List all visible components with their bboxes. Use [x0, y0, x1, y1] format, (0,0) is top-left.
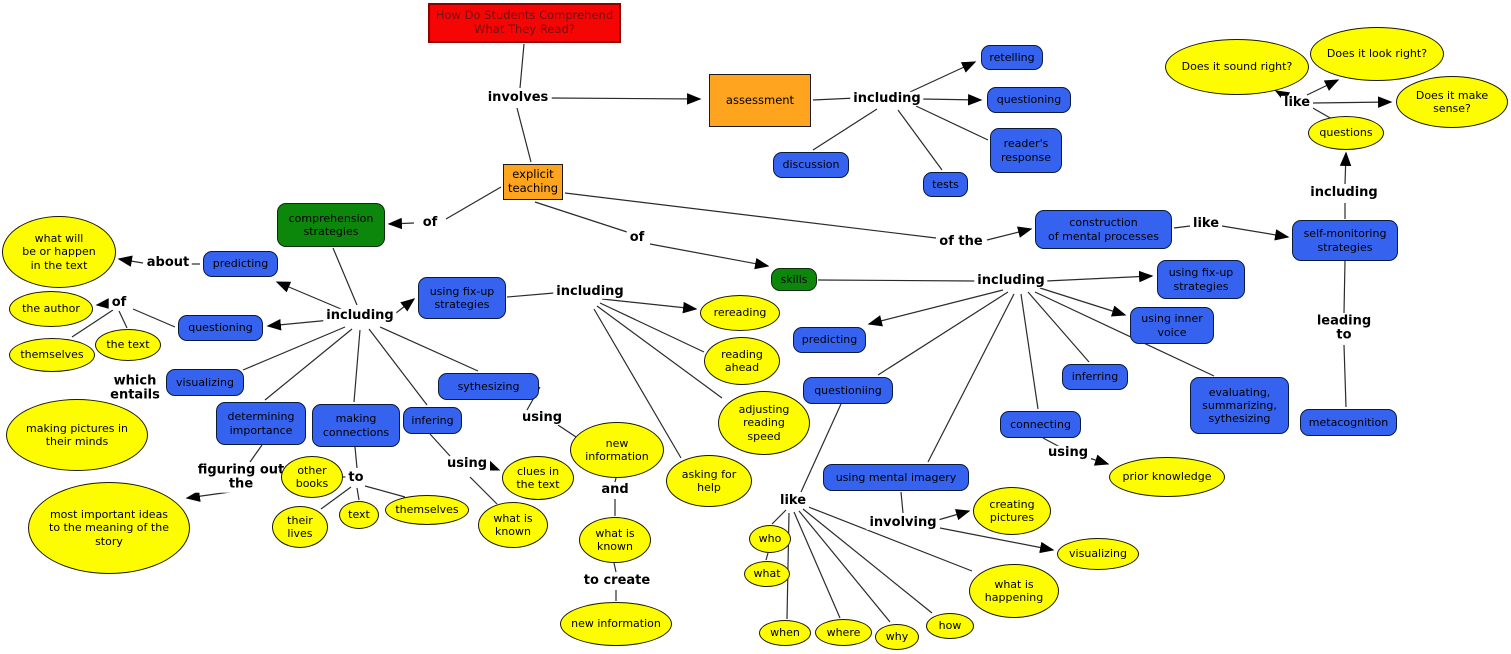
- node-construction-of-mental-processes[interactable]: construction of mental processes: [1035, 210, 1172, 249]
- node-what-is-happening[interactable]: what is happening: [969, 564, 1059, 618]
- node-how[interactable]: how: [926, 613, 974, 639]
- label-which-entails: which entails: [107, 374, 163, 404]
- label-like-construction: like: [1189, 216, 1223, 232]
- node-predicting-skills[interactable]: predicting: [793, 327, 866, 353]
- node-determining-importance[interactable]: determining importance: [216, 402, 306, 445]
- node-explicit-teaching[interactable]: explicit teaching: [503, 164, 563, 200]
- label-about: about: [143, 255, 193, 271]
- node-most-important-ideas[interactable]: most important ideas to the meaning of t…: [28, 482, 190, 574]
- node-reading-ahead[interactable]: reading ahead: [704, 337, 780, 385]
- node-the-text[interactable]: the text: [95, 329, 161, 361]
- node-themselves-questioning[interactable]: themselves: [9, 338, 95, 372]
- node-making-pictures-in-minds[interactable]: making pictures in their minds: [6, 399, 148, 471]
- node-what-is-known-infering[interactable]: what is known: [478, 502, 548, 548]
- node-when[interactable]: when: [759, 620, 811, 646]
- node-adjusting-reading-speed[interactable]: adjusting reading speed: [718, 391, 810, 455]
- node-visualizing-strategies[interactable]: visualizing: [166, 369, 244, 396]
- label-including-fixup: including: [553, 284, 627, 300]
- label-using-sythesizing: using: [518, 410, 566, 426]
- edge-lines: [71, 43, 1393, 623]
- node-questioniing[interactable]: questioniing: [803, 377, 893, 404]
- label-using-connecting: using: [1044, 445, 1092, 461]
- label-including-strategies: including: [323, 308, 397, 324]
- node-what-is-known-and[interactable]: what is known: [579, 517, 651, 563]
- label-of-strategies: of: [419, 215, 441, 231]
- node-text[interactable]: text: [339, 501, 379, 529]
- node-skills[interactable]: skills: [771, 268, 817, 291]
- node-sythesizing[interactable]: sythesizing: [438, 373, 539, 400]
- node-tests[interactable]: tests: [923, 172, 968, 197]
- label-leading-to: leading to: [1313, 314, 1375, 344]
- node-where[interactable]: where: [815, 619, 872, 646]
- label-to-connections: to: [345, 470, 367, 486]
- node-using-fixup-strategies-right[interactable]: using fix-up strategies: [1157, 260, 1245, 299]
- label-involving: involving: [866, 515, 940, 531]
- label-and: and: [598, 482, 632, 498]
- node-does-it-look-right[interactable]: Does it look right?: [1310, 27, 1444, 81]
- node-title[interactable]: How Do Students Comprehend What They Rea…: [428, 3, 621, 43]
- node-prior-knowledge[interactable]: prior knowledge: [1109, 457, 1225, 497]
- node-readers-response[interactable]: reader's response: [990, 128, 1062, 173]
- node-rereading[interactable]: rereading: [700, 295, 780, 331]
- node-what-will-be-or-happen[interactable]: what will be or happen in the text: [2, 216, 116, 288]
- label-using-infering: using: [443, 456, 491, 472]
- label-including-questions: including: [1307, 185, 1381, 201]
- node-metacognition[interactable]: metacognition: [1300, 409, 1397, 436]
- node-comprehension-strategies[interactable]: comprehension strategies: [277, 203, 385, 247]
- node-using-fixup-strategies-left[interactable]: using fix-up strategies: [418, 277, 506, 319]
- node-the-author[interactable]: the author: [9, 291, 93, 327]
- label-of-the: of the: [936, 234, 986, 250]
- node-what[interactable]: what: [744, 561, 790, 587]
- node-why[interactable]: why: [875, 624, 919, 650]
- node-clues-in-the-text[interactable]: clues in the text: [502, 456, 574, 500]
- node-discussion[interactable]: discussion: [773, 152, 849, 178]
- label-to-create: to create: [580, 573, 654, 589]
- node-who[interactable]: who: [749, 525, 791, 553]
- node-self-monitoring-strategies[interactable]: self-monitoring strategies: [1292, 220, 1398, 261]
- label-like-questions: like: [776, 493, 810, 509]
- node-creating-pictures[interactable]: creating pictures: [973, 487, 1051, 535]
- label-like-top: like: [1280, 95, 1314, 111]
- node-evaluating-summarizing-sythesizing[interactable]: evaluating, summarizing, sythesizing: [1190, 377, 1289, 434]
- node-questioning-assessment[interactable]: questioning: [987, 87, 1071, 113]
- node-using-inner-voice[interactable]: using inner voice: [1130, 307, 1214, 344]
- node-visualizing-imagery[interactable]: visualizing: [1057, 538, 1139, 570]
- node-themselves-connections[interactable]: themselves: [385, 495, 469, 525]
- label-of-author: of: [108, 295, 130, 311]
- label-including-skills: including: [974, 273, 1048, 289]
- node-using-mental-imagery[interactable]: using mental imagery: [823, 464, 969, 491]
- label-figuring-out-the: figuring out the: [194, 463, 288, 493]
- label-involves: involves: [484, 90, 552, 106]
- node-other-books[interactable]: other books: [281, 456, 343, 498]
- node-infering[interactable]: infering: [403, 407, 462, 434]
- label-including-assessment: including: [850, 91, 924, 107]
- node-new-information-using[interactable]: new information: [570, 422, 664, 478]
- node-does-it-sound-right[interactable]: Does it sound right?: [1165, 39, 1309, 95]
- node-does-it-make-sense[interactable]: Does it make sense?: [1396, 76, 1508, 128]
- node-new-information-created[interactable]: new information: [560, 602, 672, 646]
- node-making-connections[interactable]: making connections: [312, 404, 400, 447]
- node-connecting[interactable]: connecting: [1000, 411, 1081, 438]
- node-retelling[interactable]: retelling: [981, 45, 1043, 70]
- label-of-skills: of: [626, 230, 648, 246]
- node-assessment[interactable]: assessment: [709, 74, 811, 127]
- node-questions[interactable]: questions: [1308, 116, 1384, 150]
- node-asking-for-help[interactable]: asking for help: [666, 455, 752, 507]
- node-predicting-strategies[interactable]: predicting: [203, 251, 278, 277]
- node-their-lives[interactable]: their lives: [272, 506, 328, 548]
- node-questioning-strategies[interactable]: questioning: [178, 315, 263, 341]
- node-inferring[interactable]: inferring: [1062, 364, 1128, 390]
